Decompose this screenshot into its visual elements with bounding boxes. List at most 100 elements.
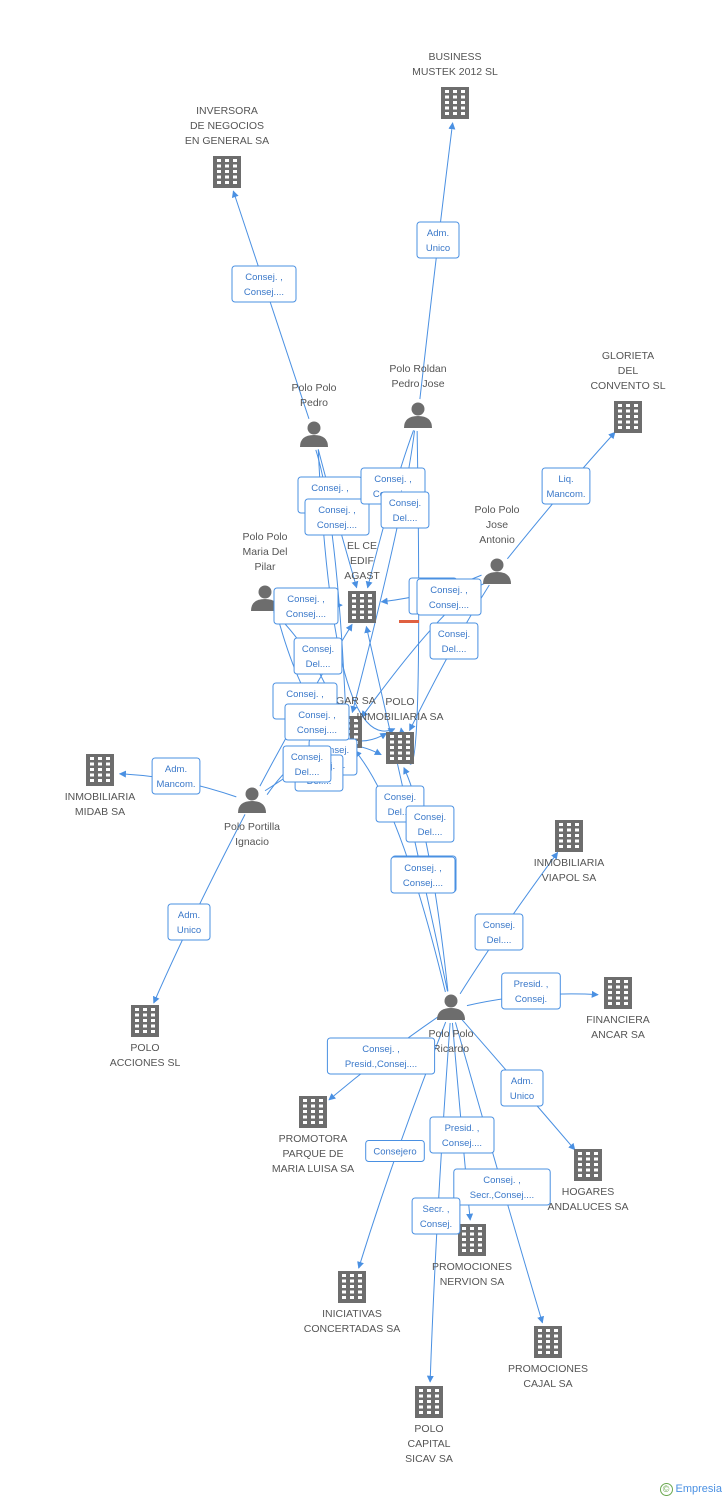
relation-label-20[interactable]: Consej. ,Consej.... — [416, 578, 482, 616]
relation-label-text: Secr.,Consej.... — [470, 1190, 534, 1201]
relation-label-30[interactable]: Consej.Del.... — [405, 805, 455, 843]
node-label: Pilar — [254, 561, 276, 573]
relation-label-box — [416, 578, 482, 616]
relation-label-box — [304, 498, 370, 536]
node-label: NERVION SA — [440, 1276, 505, 1288]
relation-label-text: Consej. — [384, 792, 416, 803]
relation-label-text: Consej. , — [311, 483, 349, 494]
node-label: Antonio — [479, 534, 515, 546]
building-icon — [604, 977, 632, 1009]
relation-label-box — [326, 1037, 436, 1075]
relation-edge-14 — [315, 449, 349, 713]
relation-label-box — [231, 265, 297, 303]
person-icon — [483, 558, 511, 584]
relation-label-2[interactable]: Liq.Mancom. — [541, 467, 591, 505]
relation-label-text: Consej. , — [430, 585, 468, 596]
relation-label-text: Consej. , — [286, 689, 324, 700]
relation-label-text: Consej. , — [245, 272, 283, 283]
person-icon — [300, 421, 328, 447]
relation-label-0[interactable]: Adm.Unico — [416, 221, 460, 259]
relation-label-12[interactable]: Secr. , Consej. — [411, 1197, 461, 1235]
relation-label-text: Unico — [510, 1091, 534, 1102]
relation-label-17[interactable]: Consej.Del.... — [380, 491, 430, 529]
relation-label-text: Consej.... — [286, 609, 326, 620]
relation-label-text: Consejero — [373, 1147, 416, 1158]
relation-label-box — [151, 757, 201, 795]
relation-label-11[interactable]: Consej. ,Secr.,Consej.... — [453, 1168, 551, 1206]
relation-label-5[interactable]: Consej.Del.... — [474, 913, 524, 951]
relation-label-text: Secr. , — [423, 1204, 450, 1215]
relation-label-box — [501, 972, 561, 1010]
relation-label-box — [429, 622, 479, 660]
relation-label-box — [474, 913, 524, 951]
relation-label-box — [293, 637, 343, 675]
relation-label-8[interactable]: Adm.Unico — [500, 1069, 544, 1107]
node-label: CONVENTO SL — [590, 380, 665, 392]
node-label: Pedro Jose — [391, 378, 444, 390]
relation-label-box — [390, 856, 456, 894]
company-node-polo_inmob[interactable]: POLO INMOBILIARIA SA — [357, 696, 444, 764]
node-label: AGAST — [344, 570, 380, 582]
relation-label-27[interactable]: Consej. ,Consej.... — [284, 703, 350, 741]
relation-label-1[interactable]: Consej. ,Consej.... — [231, 265, 297, 303]
relation-label-text: Consej. — [420, 1219, 452, 1230]
relation-label-text: Consej.... — [403, 878, 443, 889]
relation-label-7[interactable]: Consej. ,Presid.,Consej.... — [326, 1037, 436, 1075]
node-label: PROMOTORA — [279, 1133, 348, 1145]
node-label: SICAV SA — [405, 1453, 453, 1465]
node-label: MUSTEK 2012 SL — [412, 66, 498, 78]
node-label: INVERSORA — [196, 105, 258, 117]
node-label: MARIA LUISA SA — [272, 1163, 354, 1175]
building-icon — [441, 87, 469, 119]
relation-label-10[interactable]: Presid. ,Consej.... — [429, 1116, 495, 1154]
relation-label-text: Unico — [177, 925, 201, 936]
relation-label-text: Consej. — [317, 745, 349, 756]
building-icon — [458, 1224, 486, 1256]
relation-label-23[interactable]: Consej.Del.... — [293, 637, 343, 675]
relation-label-14[interactable]: Consej. ,Consej.... — [304, 498, 370, 536]
relation-label-text: Adm. — [178, 910, 200, 921]
node-label: EDIF — [350, 555, 374, 567]
relation-label-6[interactable]: Presid. ,Consej. — [501, 972, 561, 1010]
relation-label-9[interactable]: Consejero — [365, 1140, 425, 1162]
relation-label-3[interactable]: Adm.Mancom. — [151, 757, 201, 795]
relation-label-text: Adm. — [427, 228, 449, 239]
relation-label-text: Consej.... — [442, 1138, 482, 1149]
brand-name: Empresia — [675, 1483, 722, 1495]
relation-label-22[interactable]: Consej. ,Consej.... — [273, 587, 339, 625]
copyright-icon: © — [659, 1483, 673, 1496]
node-label: INMOBILIARIA SA — [357, 711, 444, 723]
relation-label-21[interactable]: Consej.Del.... — [429, 622, 479, 660]
node-label: INMOBILIARIA — [65, 791, 136, 803]
relation-label-box — [416, 221, 460, 259]
relation-label-28[interactable]: Consej. ,Consej.... — [390, 856, 456, 894]
node-label: Polo Polo — [243, 531, 288, 543]
relation-label-box — [500, 1069, 544, 1107]
relation-label-26[interactable]: Consej.Del.... — [282, 745, 332, 783]
relation-label-4[interactable]: Adm. Unico — [167, 903, 211, 941]
relation-label-text: Consej.... — [297, 725, 337, 736]
footer-brand[interactable]: ©Empresia — [659, 1483, 722, 1496]
node-label: POLO — [385, 696, 414, 708]
